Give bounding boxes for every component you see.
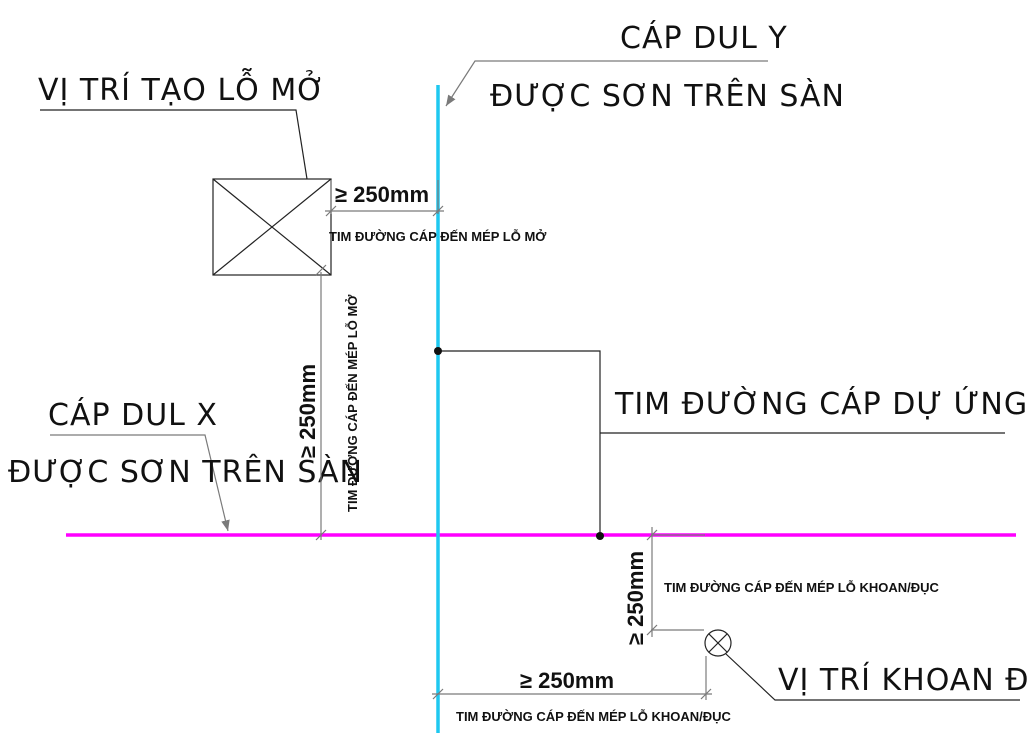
tendon-centerline-leader [434, 347, 1005, 540]
dim-left-caption: TIM ĐƯỜNG CÁP ĐẾN MÉP LỖ MỞ [345, 294, 360, 512]
leader-cable-y [445, 60, 768, 107]
dimension-bottom-horizontal [432, 656, 712, 700]
dim-bottom-caption: TIM ĐƯỜNG CÁP ĐẾN MÉP LỖ KHOAN/ĐỤC [456, 709, 732, 724]
label-cap-dul-x-line2: ĐƯỢC SƠN TRÊN SÀN [8, 454, 363, 490]
drill-hole-symbol [704, 629, 1020, 701]
dimension-left-vertical [315, 264, 327, 541]
leader-cable-x [50, 434, 230, 532]
dim-left-value: ≥ 250mm [295, 364, 320, 458]
label-cap-dul-x-line1: CÁP DUL X [48, 397, 218, 433]
label-cap-dul-y-line1: CÁP DUL Y [620, 20, 788, 56]
opening-symbol [212, 178, 332, 276]
label-vi-tri-khoan-duc: VỊ TRÍ KHOAN ĐỤC [778, 662, 1028, 698]
dimension-right-vertical [646, 527, 705, 637]
dim-top-value: ≥ 250mm [335, 182, 429, 207]
label-cap-dul-y-line2: ĐƯỢC SƠN TRÊN SÀN [490, 78, 845, 114]
dimension-top-horizontal [325, 180, 444, 217]
dim-right-caption: TIM ĐƯỜNG CÁP ĐẾN MÉP LỖ KHOAN/ĐỤC [664, 580, 940, 595]
label-tim-duong-cap-du-ung-luc: TIM ĐƯỜNG CÁP DỰ ỨNG LỰC [614, 385, 1028, 422]
dim-right-value: ≥ 250mm [623, 551, 648, 645]
dim-bottom-value: ≥ 250mm [520, 668, 614, 693]
leader-opening [40, 109, 308, 180]
dim-top-caption: TIM ĐƯỜNG CÁP ĐẾN MÉP LỖ MỞ [329, 229, 547, 244]
label-vi-tri-tao-lo-mo: VỊ TRÍ TẠO LỖ MỞ [38, 67, 326, 108]
